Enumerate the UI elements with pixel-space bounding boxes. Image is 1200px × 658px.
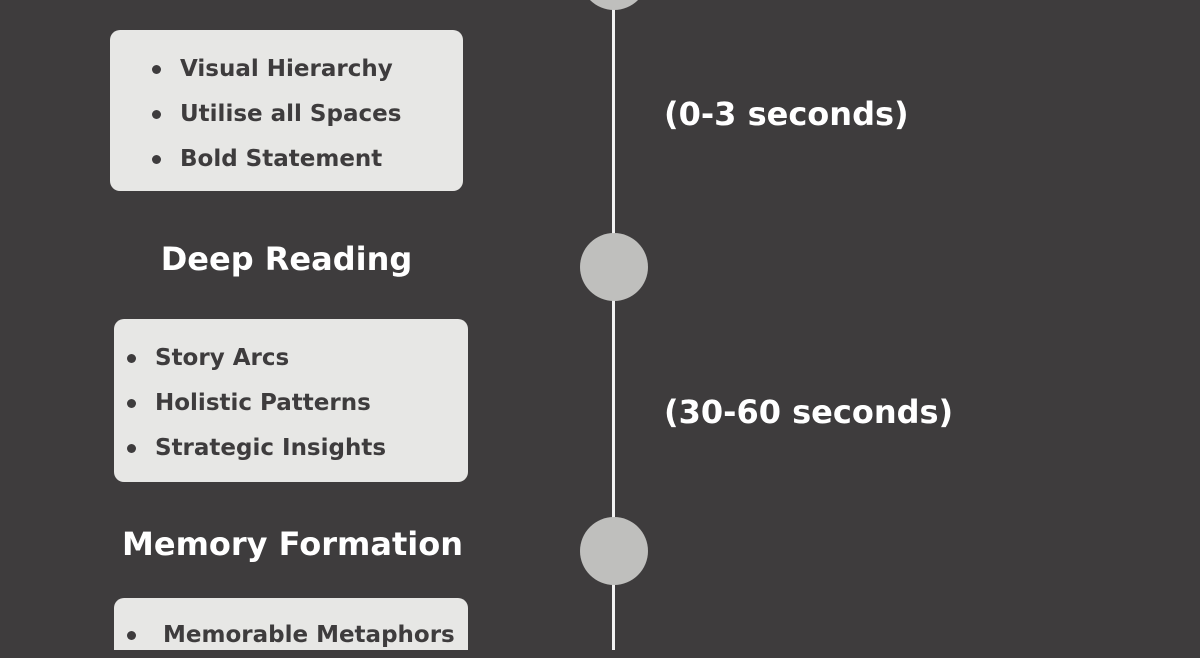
stage-3-card: Memorable Metaphors: [114, 598, 468, 650]
list-item: Memorable Metaphors: [127, 613, 468, 658]
list-item: Strategic Insights: [127, 426, 468, 471]
timeline-node-stage-2: [580, 233, 648, 301]
stage-2-card: Story Arcs Holistic Patterns Strategic I…: [114, 319, 468, 482]
stage-2-title: Deep Reading: [160, 240, 413, 278]
bullet-icon: [127, 399, 136, 408]
stage-2-list: Story Arcs Holistic Patterns Strategic I…: [127, 336, 468, 471]
bullet-icon: [127, 354, 136, 363]
stage-3-list: Memorable Metaphors: [127, 613, 468, 658]
bullet-icon: [127, 631, 136, 640]
timeline-node-stage-1: [580, 0, 648, 10]
list-item: Bold Statement: [152, 137, 463, 182]
stage-3-title: Memory Formation: [122, 525, 463, 563]
stage-2-duration: (30-60 seconds): [664, 393, 954, 431]
list-item: Story Arcs: [127, 336, 468, 381]
bullet-icon: [152, 110, 161, 119]
bullet-icon: [127, 444, 136, 453]
stage-1-duration: (0-3 seconds): [664, 95, 909, 133]
list-item: Holistic Patterns: [127, 381, 468, 426]
timeline-line: [612, 0, 615, 650]
list-item: Visual Hierarchy: [152, 47, 463, 92]
bullet-icon: [152, 65, 161, 74]
stage-1-list: Visual Hierarchy Utilise all Spaces Bold…: [152, 47, 463, 182]
timeline-node-stage-3: [580, 517, 648, 585]
list-item: Utilise all Spaces: [152, 92, 463, 137]
bullet-icon: [152, 155, 161, 164]
stage-1-card: Visual Hierarchy Utilise all Spaces Bold…: [110, 30, 463, 191]
